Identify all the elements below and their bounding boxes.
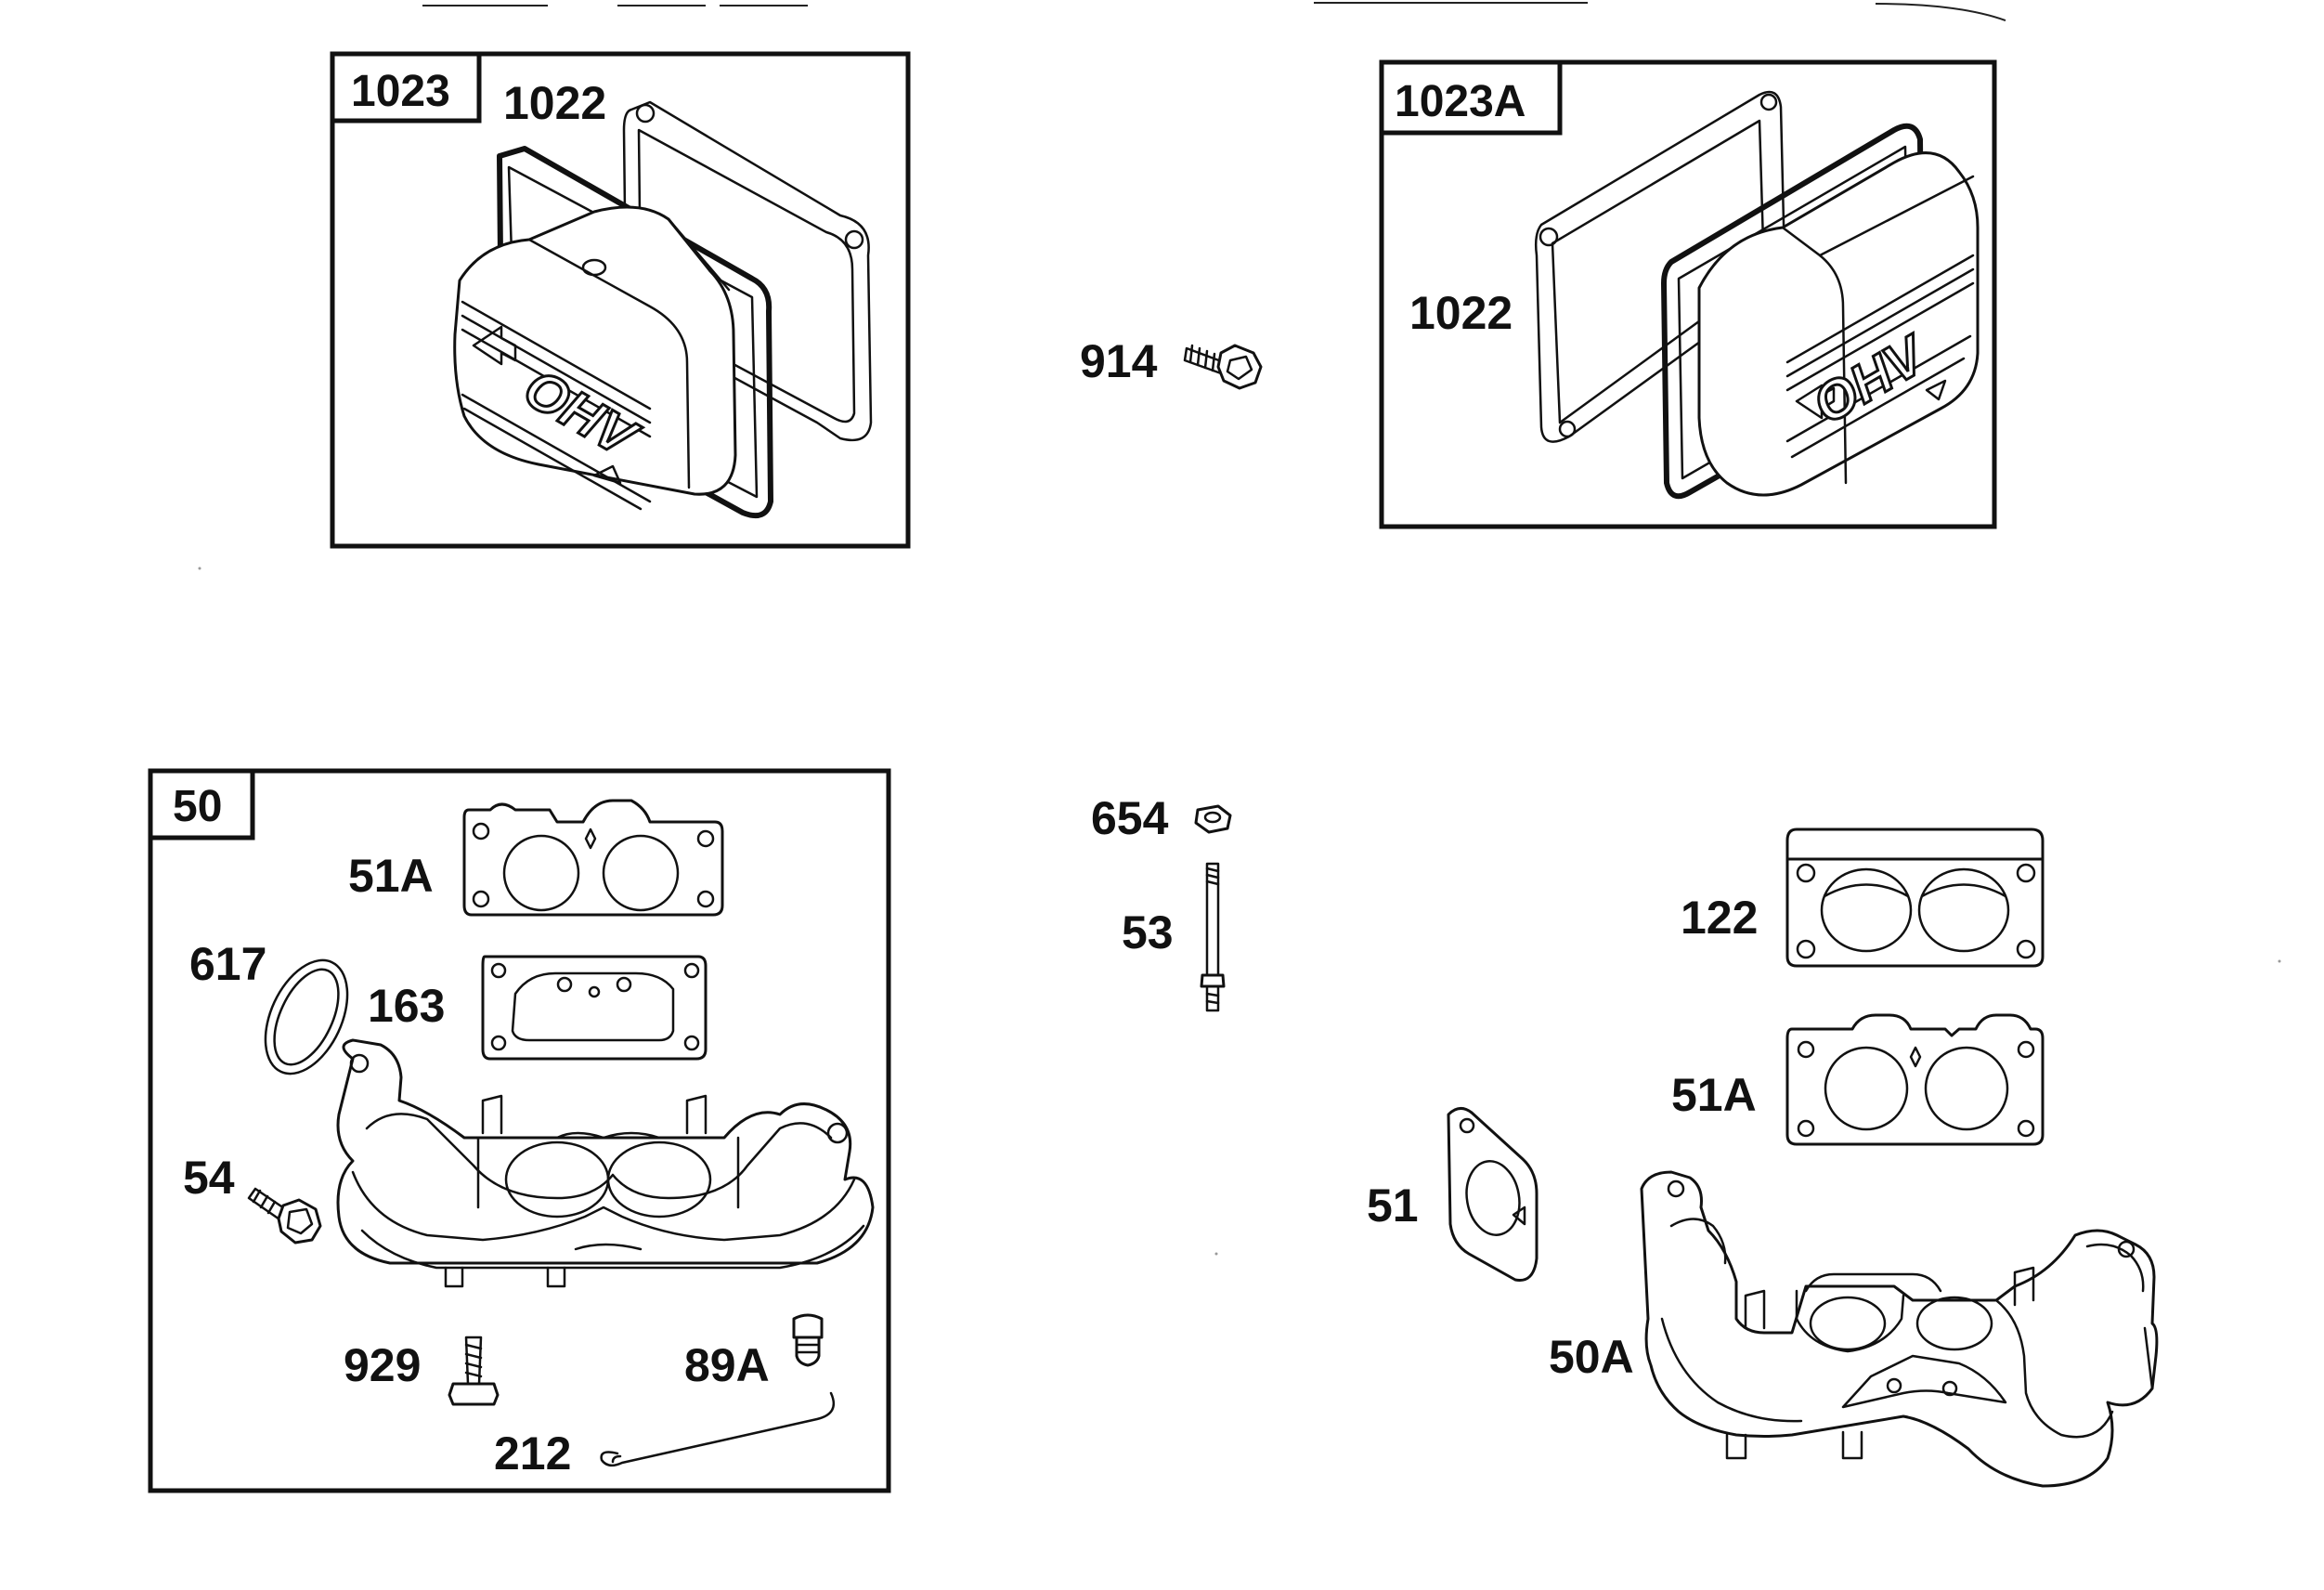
seal-ring-icon (264, 958, 349, 1075)
part-51: 51 (1367, 1107, 1539, 1283)
part-654: 654 (1091, 792, 1232, 844)
callout-89A: 89A (684, 1339, 770, 1391)
callout-51: 51 (1367, 1179, 1419, 1232)
part-914: 914 (1080, 335, 1263, 390)
valve-cover-icon: OHV (1661, 123, 1980, 500)
gasket-icon (1785, 1013, 2045, 1146)
manifold-icon (336, 1038, 875, 1288)
callout-929: 929 (344, 1339, 421, 1391)
callout-163: 163 (368, 980, 445, 1032)
callout-53: 53 (1122, 906, 1174, 958)
kit-box-1023A: 1023A 1022 OHV (1379, 59, 1997, 529)
nut-icon (1194, 804, 1232, 834)
callout-617: 617 (189, 938, 266, 990)
gasket-icon (1447, 1107, 1539, 1283)
spring-wire-icon (600, 1391, 836, 1467)
part-122: 122 (1681, 828, 2045, 968)
plug-icon (792, 1313, 824, 1367)
callout-1023: 1023 (351, 67, 450, 116)
scan-artifacts (422, 2, 2006, 21)
part-51A-right: 51A (1671, 1013, 2045, 1146)
valve-cover-icon: OHV (453, 146, 773, 518)
callout-654: 654 (1091, 792, 1169, 844)
callout-1023A: 1023A (1395, 77, 1526, 126)
stray-marks (198, 567, 2281, 1256)
callout-50A: 50A (1549, 1331, 1634, 1383)
callout-51A-left: 51A (348, 850, 434, 902)
callout-1022-left: 1022 (503, 77, 606, 129)
gasket-icon (481, 955, 708, 1061)
gasket-icon (1785, 828, 2045, 968)
screw-icon (448, 1336, 500, 1406)
callout-914: 914 (1080, 335, 1158, 387)
callout-122: 122 (1681, 892, 1758, 944)
callout-51A-right: 51A (1671, 1069, 1757, 1121)
callout-1022-right: 1022 (1409, 287, 1513, 339)
part-50A: 50A (1549, 1170, 2159, 1488)
part-53: 53 (1122, 862, 1226, 1012)
callout-50: 50 (173, 782, 222, 831)
callout-54: 54 (183, 1152, 235, 1204)
gasket-icon (462, 799, 724, 917)
kit-box-1023: 1023 1022 OHV (330, 51, 911, 549)
stud-icon (1200, 862, 1226, 1012)
kit-box-50: 50 51A 617 163 (148, 768, 891, 1493)
screw-icon (247, 1187, 322, 1245)
screw-icon (1183, 344, 1263, 390)
callout-212: 212 (494, 1427, 571, 1479)
manifold-icon (1640, 1170, 2159, 1488)
